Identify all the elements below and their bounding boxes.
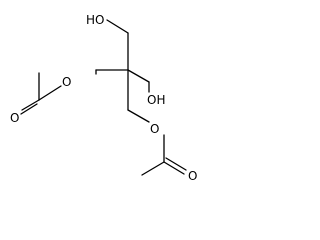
bond-carbonyl-double-right-2 [165, 157, 187, 171]
hydroxyl-right-label: OH [147, 93, 165, 107]
bond-carbonyl-methyl-right [141, 161, 165, 176]
bond-carbonyl-double-left-2 [20, 103, 38, 115]
ester-oxygen-left-label: O [62, 75, 71, 89]
carbonyl-oxygen-left-label: O [10, 111, 19, 125]
bond-c-ch2-right [127, 69, 150, 83]
bond-ch2-oh-top [106, 19, 129, 34]
bond-carbonyl-double-left-1 [21, 99, 40, 111]
carbonyl-oxygen-right-label: O [188, 169, 197, 183]
chemical-structure: HO OH O O O O [10, 13, 197, 183]
hydroxyl-top-label: HO [86, 13, 104, 27]
bond-o-carbonyl-left [38, 85, 62, 101]
bond-carbonyl-double-right-1 [163, 161, 185, 175]
bond-ch2-o-bottom [127, 109, 150, 123]
ester-oxygen-right-label: O [150, 122, 159, 136]
